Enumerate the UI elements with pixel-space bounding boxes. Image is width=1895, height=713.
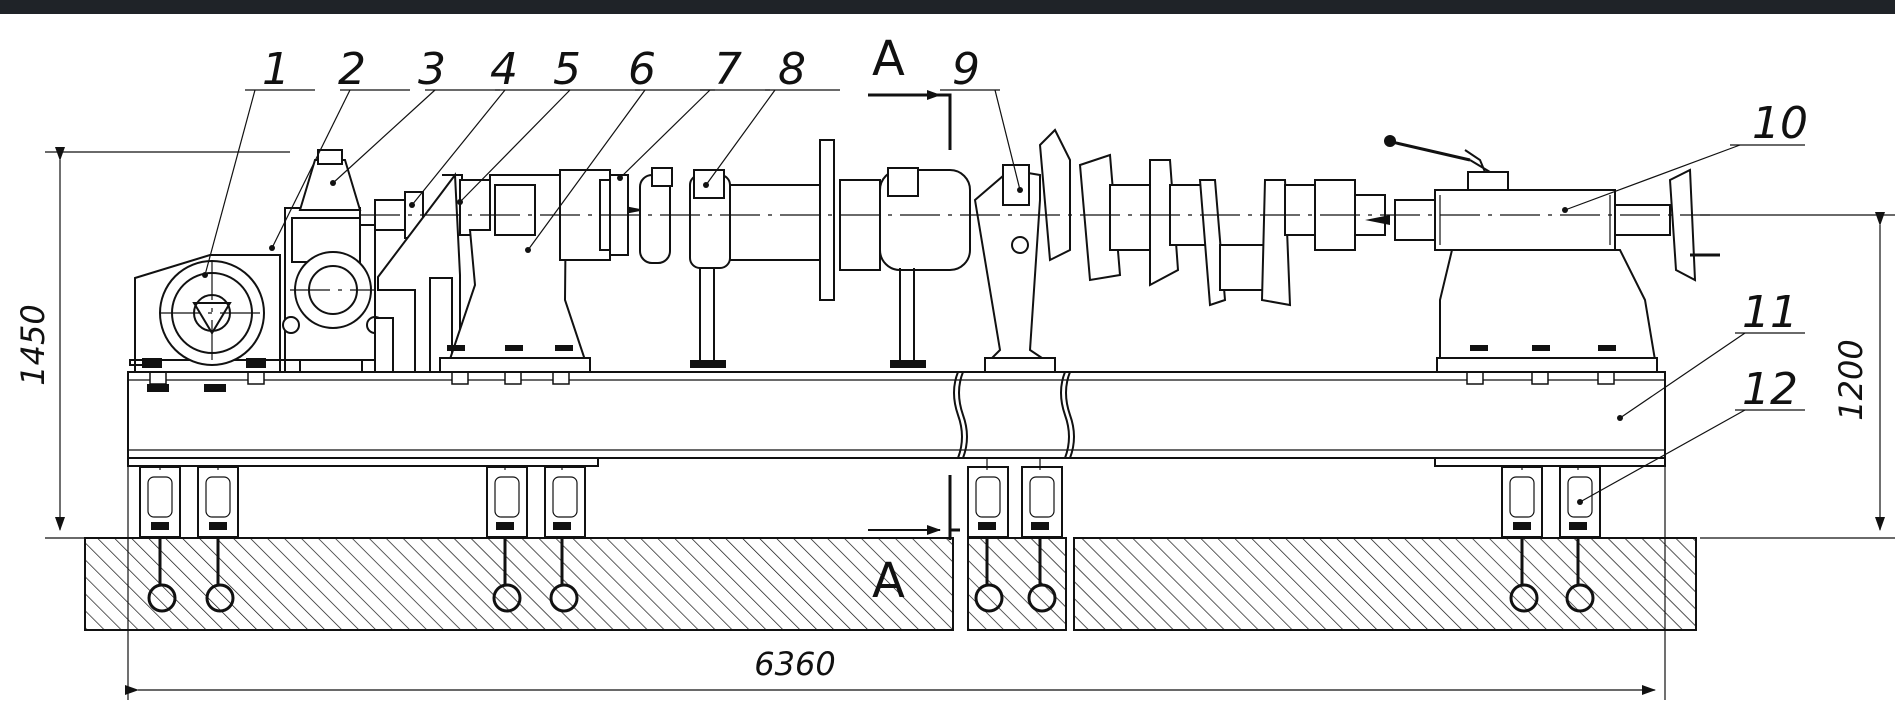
dimension-height-left-value: 1450 [14, 304, 52, 385]
window-top-bar [0, 0, 1895, 14]
callout-label-8: 8 [778, 44, 806, 95]
dimension-height-left [45, 147, 290, 539]
section-label-bottom: A [872, 553, 905, 609]
dimension-height-right [1700, 212, 1895, 539]
callout-label-9: 9 [952, 44, 980, 95]
callout-label-11: 11 [1742, 287, 1798, 338]
callout-label-1: 1 [262, 44, 290, 95]
callout-label-5: 5 [553, 44, 581, 95]
electric-motor [129, 254, 286, 373]
callout-label-12: 12 [1742, 364, 1798, 415]
callout-label-2: 2 [338, 44, 366, 95]
dimension-height-right-value: 1200 [1832, 339, 1870, 420]
frame-beam [127, 369, 1666, 467]
gearbox [282, 149, 394, 373]
callout-label-6: 6 [628, 44, 656, 95]
section-label-top: A [872, 31, 905, 87]
work-supports [609, 139, 971, 368]
dimension-length-value: 6360 [754, 645, 835, 683]
tailstock [1365, 135, 1720, 373]
callout-label-7: 7 [714, 44, 742, 95]
dimension-length [125, 465, 1666, 700]
callout-label-3: 3 [418, 44, 446, 95]
measuring-stand [973, 128, 1071, 373]
section-line [868, 90, 960, 540]
crankshaft [1078, 153, 1386, 307]
base-bolts [447, 345, 1616, 351]
callout-label-4: 4 [490, 44, 518, 95]
foundation [84, 537, 1697, 631]
callout-dots [202, 175, 1623, 505]
callout-leaders [204, 89, 1805, 503]
callout-label-10: 10 [1752, 98, 1808, 149]
